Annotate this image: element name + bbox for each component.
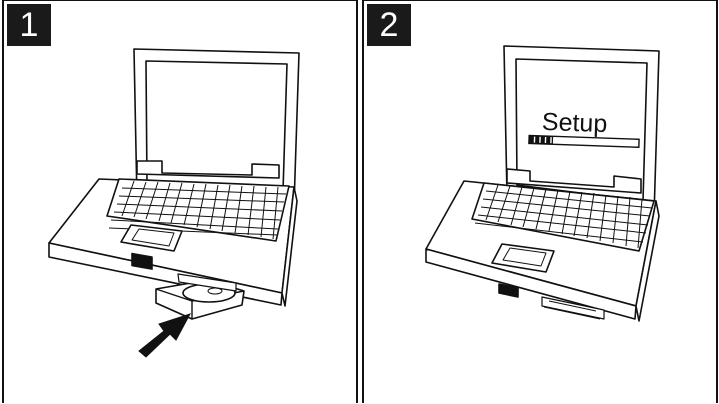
setup-label: Setup <box>541 108 607 138</box>
step-2-panel: 2 <box>362 0 718 403</box>
laptop-insert-disc-illustration <box>4 1 356 404</box>
step-1-panel: 1 <box>2 0 358 403</box>
setup-progress-fill <box>529 135 553 144</box>
insert-arrow <box>139 314 190 357</box>
side-port <box>132 254 152 270</box>
laptop-setup-progress-illustration: Setup <box>364 1 716 404</box>
